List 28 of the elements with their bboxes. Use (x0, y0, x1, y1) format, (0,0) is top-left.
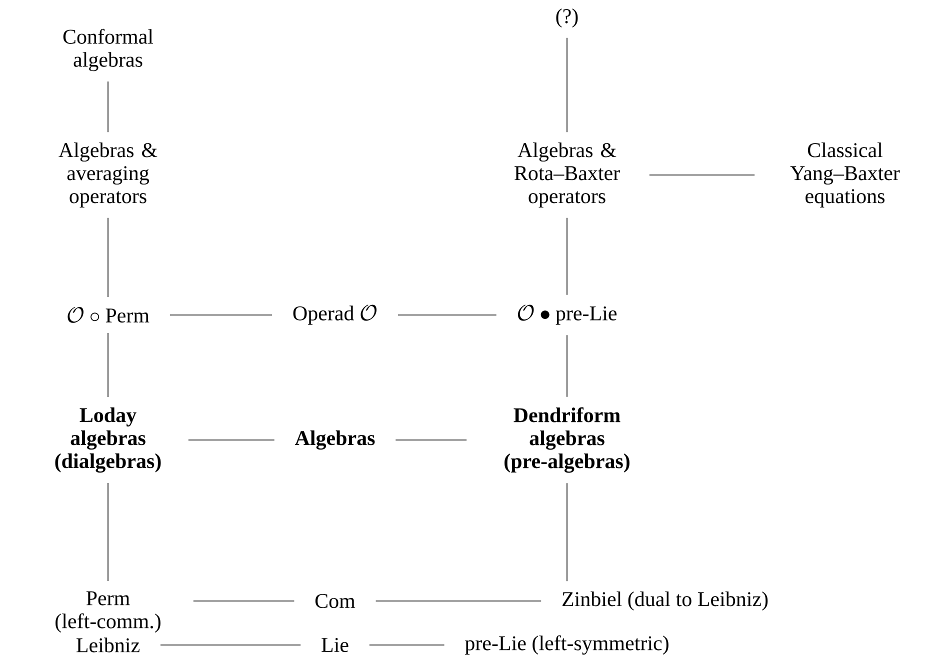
connector-line (566, 482, 568, 582)
term-label: Zinbiel (dual to Leibniz) (562, 592, 768, 610)
term-label: Loday algebras (dialgebras) (55, 407, 161, 473)
term-label: Classical Yang–Baxter equations (790, 142, 900, 208)
term-label: pre-Lie (left-symmetric) (465, 635, 668, 655)
connector-line (170, 314, 272, 316)
connector-line (160, 644, 302, 646)
term-label: Leibniz (76, 638, 140, 652)
connector-line (566, 38, 568, 132)
term-label: Com (315, 594, 356, 608)
term-label: $\mathcal{O}\circ\text{Perm}$ (68, 306, 150, 323)
connector-line (193, 600, 295, 602)
connector-line (649, 174, 755, 176)
term-label: Algebras & Rota–Baxter operators (514, 142, 620, 208)
term-label: Dendriform algebras (pre-algebras) (504, 407, 630, 473)
connector-line (369, 644, 445, 646)
term-label: Algebras & averaging operators (58, 142, 158, 208)
connector-line (566, 218, 568, 296)
term-label: Lie (322, 638, 348, 652)
term-label: $\mathcal{O}\bullet\text{pre-Lie}$ (518, 304, 617, 325)
term-label: Algebras (294, 430, 375, 450)
term-label: $\text{Operad }\mathcal{O}$ (293, 304, 376, 325)
term-label: (?) (556, 8, 578, 28)
connector-line (566, 334, 568, 398)
term-label: Perm (left-comm.) (56, 591, 160, 633)
term-label: Conformal algebras (63, 28, 154, 72)
connector-line (398, 314, 497, 316)
connector-line (375, 600, 542, 602)
